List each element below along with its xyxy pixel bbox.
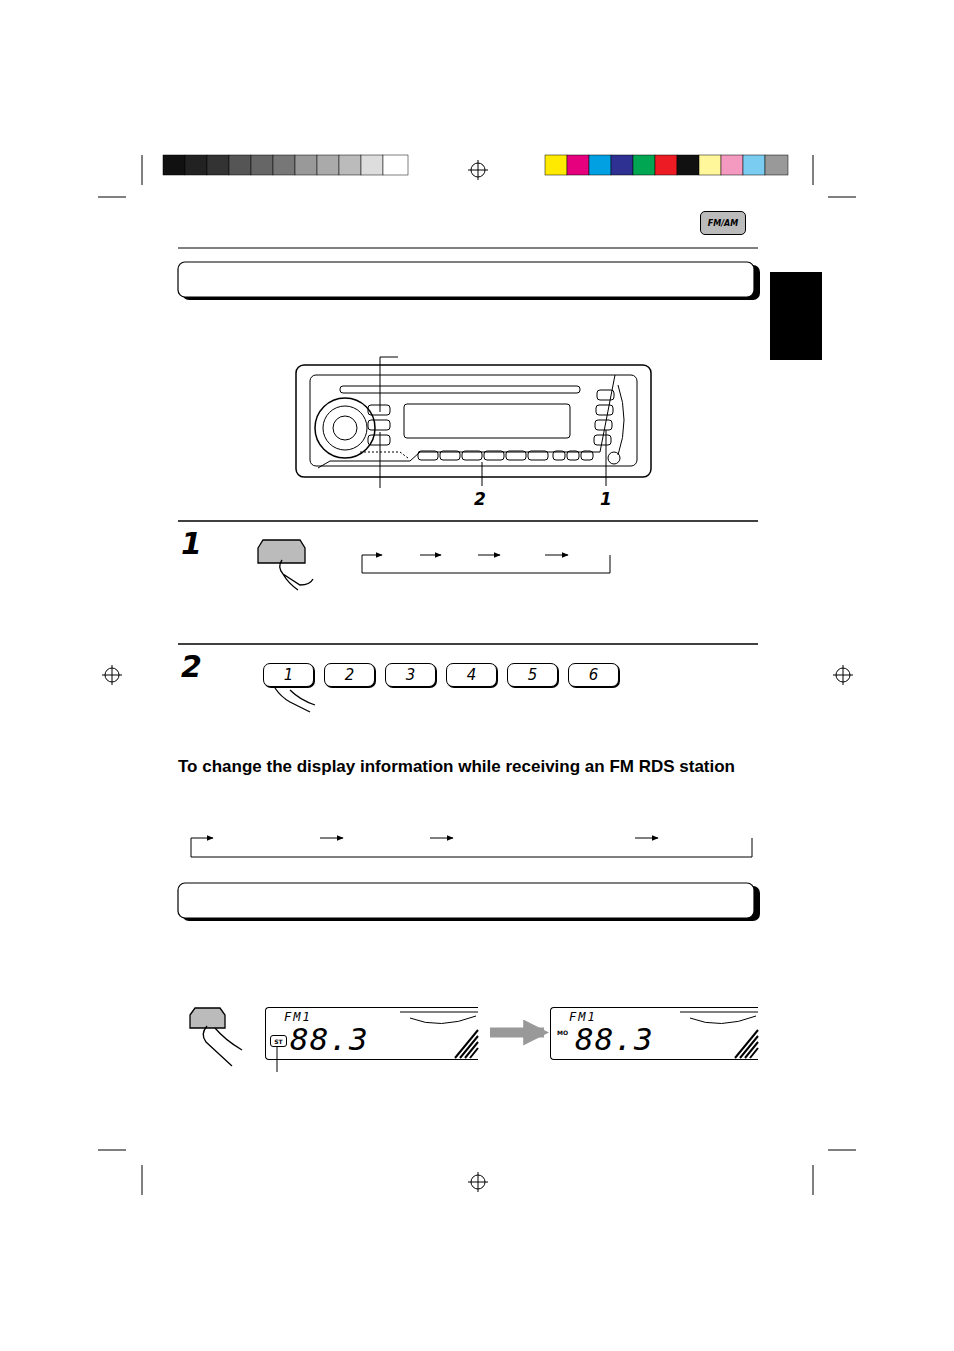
indicator-text: MO: [557, 1029, 568, 1036]
callout-number: 1: [600, 489, 612, 509]
cycle-arrows: [191, 555, 752, 857]
section-heading: To change the display information while …: [178, 757, 738, 777]
preset-button: 4: [446, 663, 497, 687]
button-label: 1: [284, 666, 294, 684]
preset-button: 2: [324, 663, 375, 687]
colour-bar: [545, 155, 788, 175]
leader-lines: [277, 357, 606, 1072]
language-tab: [770, 272, 822, 360]
preset-button: 5: [507, 663, 558, 687]
button-label: 5: [528, 666, 538, 684]
button-label: 3: [406, 666, 416, 684]
step-number: 1: [181, 526, 202, 561]
callout-number: 2: [474, 489, 486, 509]
display-text: 88.3: [575, 1021, 654, 1057]
button-label: FM/AM: [708, 219, 739, 228]
button-label: 6: [589, 666, 599, 684]
step-rules: [178, 521, 758, 644]
button-label: ST: [274, 1038, 282, 1045]
registration-targets: [102, 160, 853, 1192]
button-label: 2: [345, 666, 355, 684]
preset-button: 6: [568, 663, 619, 687]
header-rule: [178, 248, 758, 249]
mode-icon: FM/AM: [700, 211, 746, 235]
grey-scale-bar: [163, 155, 408, 175]
section-band: [178, 262, 760, 921]
lcd-display: FM188.3: [550, 1007, 758, 1060]
car-unit-illustration: [296, 365, 651, 477]
preset-button: 1: [263, 663, 314, 687]
transition-arrow: [490, 1028, 544, 1038]
pressed-button: [190, 540, 315, 1066]
button-label: 4: [467, 666, 477, 684]
lcd-display: FM188.3ST: [265, 1007, 478, 1060]
stereo-indicator: ST: [270, 1035, 287, 1047]
crop-marks: [98, 155, 856, 1195]
preset-button: 3: [385, 663, 436, 687]
display-text: 88.3: [290, 1021, 369, 1057]
step-number: 2: [181, 649, 202, 684]
